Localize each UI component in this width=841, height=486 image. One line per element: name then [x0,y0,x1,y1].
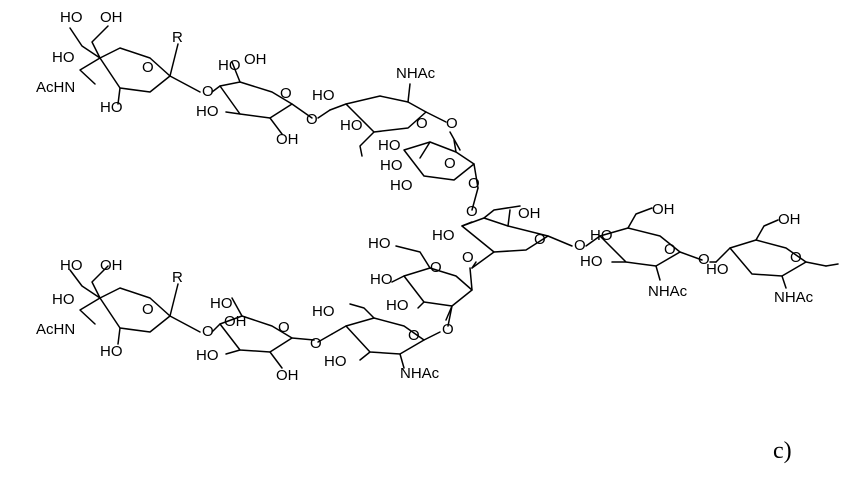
lower-man-o-2: O [462,249,474,266]
core-glcnac-2: OH HO O NHAc [706,211,826,306]
lower-man-o-1: O [430,259,442,276]
lower-galactose: HO OH O HO OH O [196,295,322,384]
core-link-o-1: O [574,237,586,254]
upper-gal-o: O [280,85,292,102]
upper-glcnac-ho-2: HO [340,117,363,134]
upper-ho-3: HO [100,99,123,116]
lower-gal-o: O [278,319,290,336]
lower-ring-o-1: O [142,301,154,318]
lower-man-ho-3: HO [386,297,409,314]
lower-man-ho-2: HO [370,271,393,288]
lower-r: R [172,269,183,286]
upper-gal-ho-1: HO [218,57,241,74]
lower-ho-3: HO [100,343,123,360]
lower-glcnac: HO O HO NHAc [312,303,440,382]
upper-ho-2: HO [52,49,75,66]
lower-sialic-acid: HO OH HO AcHN O R HO O [36,257,214,360]
core-o-1: O [534,231,546,248]
upper-man-ho-2: HO [380,157,403,174]
upper-r: R [172,29,183,46]
core-oh-1: OH [518,205,541,222]
upper-glcnac-o: O [416,115,428,132]
lower-oh-1: OH [100,257,123,274]
lower-glcnac-ho-1: HO [312,303,335,320]
upper-ring-o-1: O [142,59,154,76]
lower-man-ho-1: HO [368,235,391,252]
upper-man-link-o: O [466,203,478,220]
upper-gal-oh-1: OH [244,51,267,68]
lower-man-link-o: O [442,321,454,338]
lower-ho-2: HO [52,291,75,308]
lower-link-o-3: O [310,335,322,352]
upper-oh-1: OH [100,9,123,26]
upper-man-o-2: O [468,175,480,192]
core1-ho-2: HO [580,253,603,270]
lower-ho-1: HO [60,257,83,274]
upper-ho-1: HO [60,9,83,26]
lower-gal-oh-2: OH [276,367,299,384]
core-mannose: OH HO O O [432,205,586,268]
core2-oh: OH [778,211,801,228]
lower-mannose: HO HO HO O O O [368,235,474,338]
core-ho-1: HO [432,227,455,244]
lower-glcnac-nhac: NHAc [400,365,440,382]
upper-link-o-3: O [446,115,458,132]
core2-ho: HO [706,261,729,278]
upper-galactose: HO OH O HO OH O [196,51,318,148]
core1-o: O [664,241,676,258]
core1-oh: OH [652,201,675,218]
lower-glcnac-o: O [408,327,420,344]
upper-man-o-1: O [444,155,456,172]
core2-o: O [790,249,802,266]
figure-label: c) [773,438,792,464]
upper-mannose: HO HO HO O O O [378,137,480,220]
upper-gal-ho-2: HO [196,103,219,120]
upper-glcnac-nhac: NHAc [396,65,436,82]
upper-achn: AcHN [36,79,75,96]
upper-link-o-2: O [306,111,318,128]
upper-sialic-acid: HO OH HO AcHN O R HO O [36,9,214,116]
lower-gal-oh-1: OH [224,313,247,330]
upper-gal-oh-2: OH [276,131,299,148]
upper-man-ho-3: HO [390,177,413,194]
lower-gal-ho-1: HO [210,295,233,312]
core1-nhac: NHAc [648,283,688,300]
lower-glcnac-ho-2: HO [324,353,347,370]
lower-gal-ho-2: HO [196,347,219,364]
upper-glcnac-ho-1: HO [312,87,335,104]
core2-nhac: NHAc [774,289,814,306]
lower-achn: AcHN [36,321,75,338]
upper-man-ho-1: HO [378,137,401,154]
core-glcnac-1: OH HO HO O NHAc O [580,201,710,300]
